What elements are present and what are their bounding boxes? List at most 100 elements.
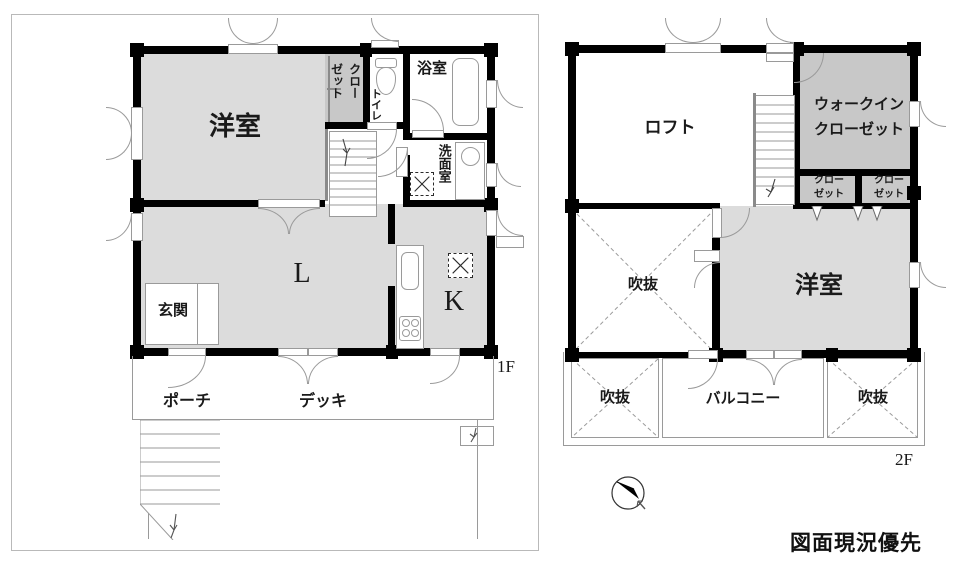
step-1f-kitchen-right [496, 236, 524, 248]
wall-cap-1f-bl [130, 345, 144, 359]
porch-deck-outline-1f [132, 356, 494, 420]
wall-1f-hall-right [388, 204, 395, 244]
door-2f-balcony-mid-r [774, 350, 802, 359]
wall-1f-closet-bottom [325, 122, 367, 129]
label-closet-a-2f-line1: クロー [814, 175, 844, 186]
wall-cap-2f-tr [907, 42, 921, 56]
wall-2f-closet-divider [855, 174, 862, 206]
wall-cap-2f-right-mid [907, 186, 921, 200]
wall-cap-1f-br [484, 345, 498, 359]
ground-step-right-1f [460, 426, 494, 446]
room-loft-2f [576, 52, 766, 204]
label-void-main-2f: 吹抜 [627, 275, 658, 293]
vent-icon-kitchen-1f [448, 253, 473, 278]
window-1f-living-left [131, 213, 143, 241]
label-bath-1f: 浴室 [416, 59, 447, 77]
wall-2f-loft-bottom [568, 203, 718, 209]
closet-door-marks-2f [800, 206, 918, 222]
room-closet-a-2f [800, 174, 856, 206]
wall-cap-1f-tr [484, 43, 498, 57]
window-1f-bedroom-top [228, 44, 278, 54]
wall-2f-bedroom-bottom [716, 350, 918, 358]
wall-1f-bath-left [403, 46, 410, 138]
stove-burner-3 [402, 329, 410, 337]
void-left-2f [571, 358, 659, 438]
door-swing-2f-wic-right [920, 101, 946, 127]
label-void-left-2f: 吹抜 [599, 388, 630, 406]
closet-rail-1f [327, 88, 341, 90]
floor-tag-1f: 1F [497, 357, 515, 376]
label-closet-a-2f-line2: ゼット [814, 189, 844, 200]
door-2f-void-mid [694, 250, 720, 262]
entrance-step-1f [197, 283, 219, 345]
stove-burner-2 [411, 319, 419, 327]
door-swing-2f-loft-top-l [665, 18, 693, 43]
label-closet-1f-line1: クロー [347, 63, 362, 99]
label-washroom-1f: 洗面室 [435, 144, 451, 183]
void-main-2f [571, 208, 716, 354]
door-1f-kitchen-right [486, 210, 497, 236]
wall-2f-stairwell-right [793, 45, 800, 207]
label-loft-2f: ロフト [644, 118, 696, 138]
closet-door-1f [328, 56, 330, 122]
wall-1f-top [133, 46, 495, 54]
door-2f-balcony-mid-l [746, 350, 774, 359]
label-bedroom-1f: 洋室 [208, 112, 261, 142]
label-entrance-1f: 玄関 [157, 301, 188, 319]
stairs-2f [755, 95, 795, 205]
window-2f-loft-top [665, 43, 721, 53]
label-porch-1f: ポーチ [162, 391, 211, 410]
exterior-stairs-1f [140, 418, 220, 540]
window-2f-bedroom-right [909, 262, 920, 288]
label-living-1f: L [293, 258, 311, 289]
bathtub-1f [452, 58, 479, 126]
window-1f-bath-right [486, 80, 497, 108]
stair-rail-2f [753, 93, 756, 207]
door-2f-stair-panel [766, 53, 794, 62]
door-1f-bedroom-living [258, 199, 320, 208]
door-1f-entrance [168, 348, 206, 356]
room-bedroom-1f [140, 53, 325, 204]
door-1f-toilet [371, 40, 399, 48]
label-closet-1f-line2: ゼット [329, 63, 344, 99]
door-1f-deck-right [308, 348, 338, 356]
wall-cap-1f-tl [130, 43, 144, 57]
wall-1f-bath-bottom [403, 133, 488, 140]
window-2f-wic-right [909, 101, 920, 127]
wall-1f-bedroom-bottom [133, 200, 325, 207]
door-swing-2f-stair-top [766, 18, 794, 43]
room-bedroom-2f [720, 206, 918, 354]
balcony-outer-edge-2f [563, 352, 925, 446]
stove-burner-1 [402, 319, 410, 327]
void-right-2f [827, 358, 918, 438]
wall-cap-2f-tl [565, 42, 579, 56]
floor-tag-2f: 2F [895, 450, 913, 469]
label-toilet-1f: トイレ [369, 88, 383, 121]
label-kitchen-1f: K [443, 286, 465, 317]
wall-cap-2f-left-mid [565, 199, 579, 213]
north-arrow-icon [608, 473, 652, 517]
exterior-step-arrow-1f [462, 424, 486, 448]
wall-2f-wic-bottom [793, 169, 918, 176]
door-swing-2f-bedroom-right [920, 262, 946, 288]
window-1f-washroom-right [486, 163, 497, 187]
label-balcony-2f: バルコニー [705, 389, 781, 407]
wall-1f-toilet-left [363, 46, 370, 129]
label-wic-2f-line2: クローゼット [813, 120, 904, 138]
wall-1f-kitchen-left [388, 286, 395, 351]
wall-2f-void-bottom [568, 352, 718, 358]
label-bedroom-2f: 洋室 [795, 271, 843, 299]
wall-cap-2f-bedroom-left [826, 348, 838, 362]
door-2f-stair-top [766, 43, 794, 53]
wall-1f-stair-left [325, 129, 328, 201]
wall-1f-washroom-left [403, 155, 410, 207]
kitchen-sink-1f [401, 252, 419, 290]
wall-1f-right-lower [487, 206, 495, 356]
room-wic-2f [800, 52, 918, 174]
toilet-bowl-1f [376, 67, 396, 95]
label-void-right-2f: 吹抜 [857, 388, 888, 406]
wall-1f-right-upper [487, 46, 495, 206]
door-1f-deck-left [278, 348, 308, 356]
door-1f-kitchen-bottom [430, 348, 460, 356]
